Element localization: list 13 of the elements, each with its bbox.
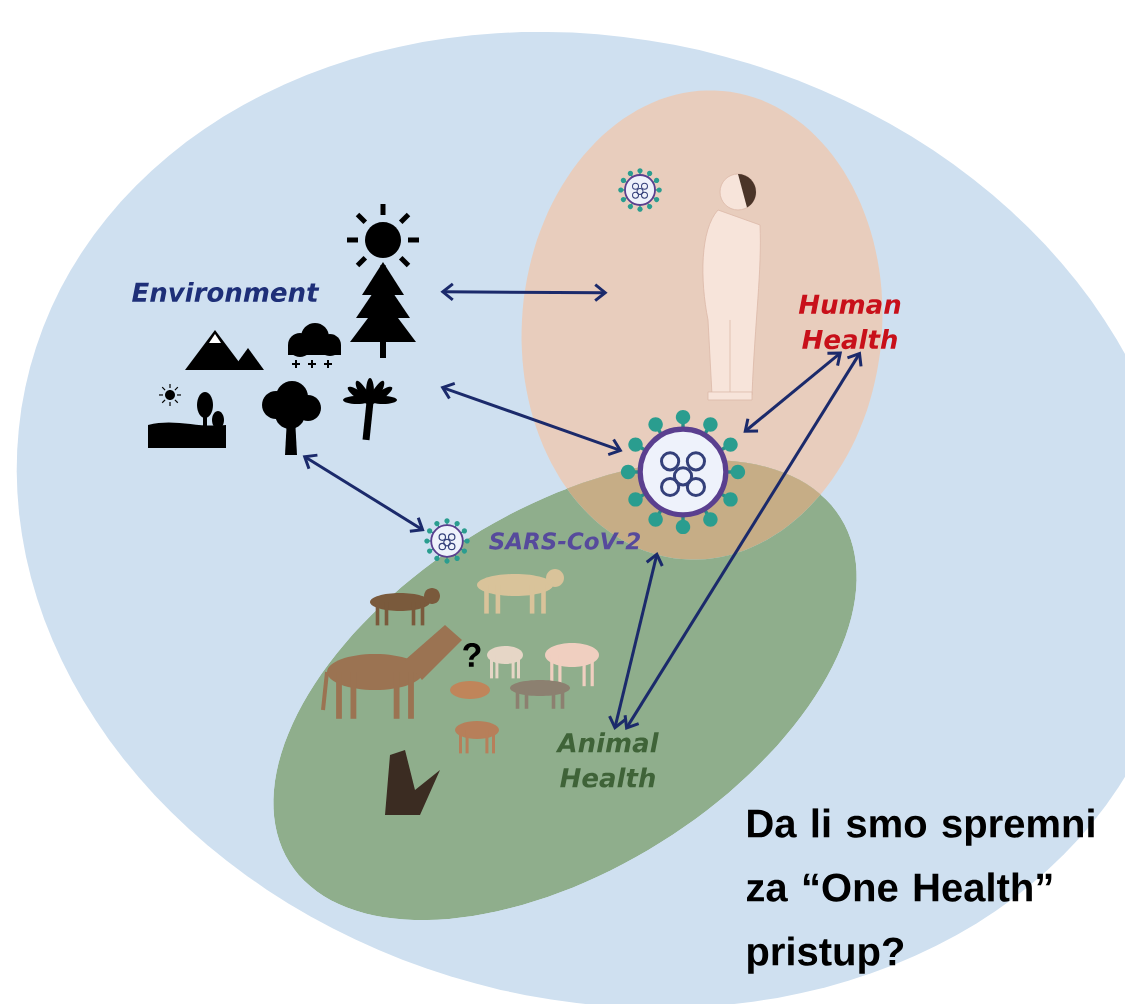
question-mark: ?	[463, 643, 481, 667]
region-title: Human Health	[798, 294, 901, 350]
arrow	[440, 282, 608, 302]
virus-name: SARS-CoV-2	[489, 532, 640, 550]
virus-icon	[424, 518, 470, 564]
region-title: Animal Health	[555, 732, 659, 788]
arrow	[608, 552, 664, 730]
question-text: Da li smo spremni za “One Health” pristup?	[747, 808, 1094, 974]
region-title: Environment	[132, 281, 320, 303]
arrow	[440, 381, 623, 456]
arrow	[743, 351, 843, 433]
arrow	[623, 351, 863, 730]
arrow	[302, 453, 425, 533]
